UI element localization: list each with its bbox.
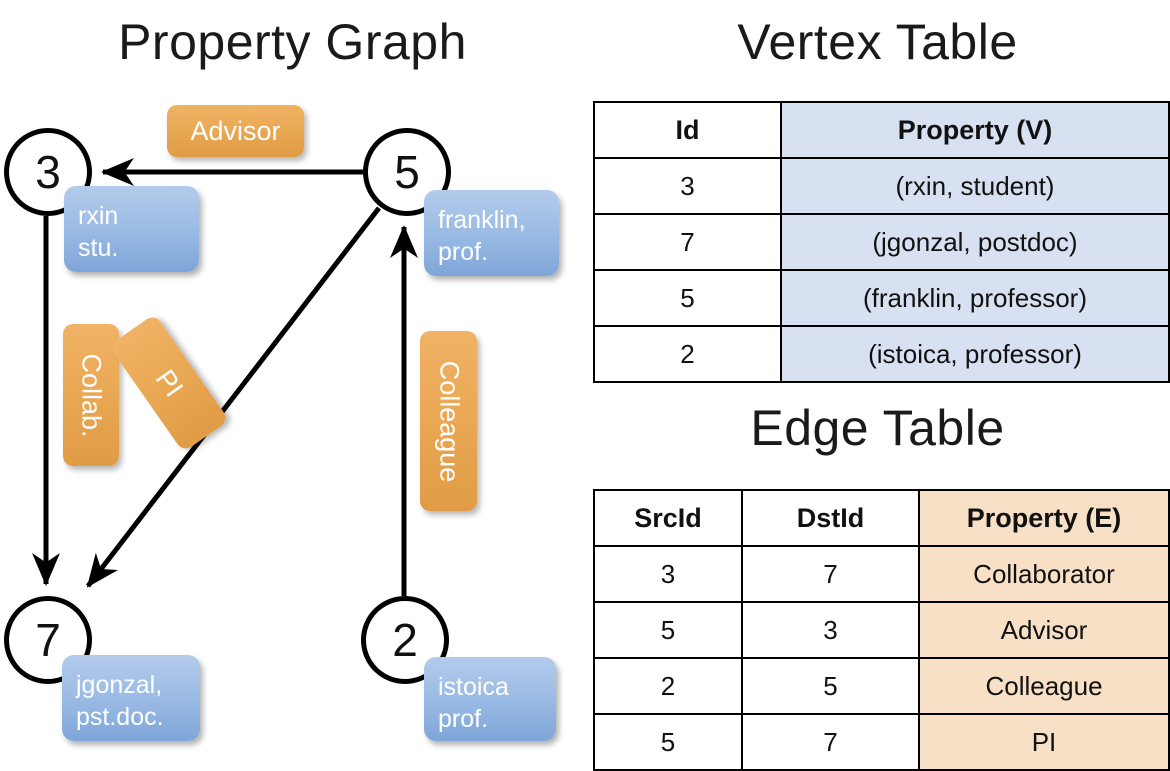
graph-node-3-label: 3 bbox=[35, 146, 61, 198]
node-property-box-2-line1: istoica bbox=[438, 673, 509, 701]
node-property-box-7[interactable]: jgonzal, pst.doc. bbox=[62, 655, 200, 741]
table-row[interactable]: 2 (istoica, professor) bbox=[593, 325, 1170, 383]
vertex-row-3-property: (istoica, professor) bbox=[780, 325, 1170, 383]
edge-table-header-dstid: DstId bbox=[741, 489, 920, 547]
node-property-box-7-line2: pst.doc. bbox=[76, 703, 164, 731]
edge-row-3-src: 5 bbox=[593, 713, 743, 771]
edge-table-header-srcid: SrcId bbox=[593, 489, 743, 547]
page-title-property-graph: Property Graph bbox=[118, 14, 467, 70]
vertex-row-1-property: (jgonzal, postdoc) bbox=[780, 213, 1170, 271]
graph-node-5[interactable]: 5 bbox=[363, 128, 451, 216]
table-row[interactable]: 7 (jgonzal, postdoc) bbox=[593, 213, 1170, 271]
vertex-table-header-row: Id Property (V) bbox=[593, 101, 1170, 159]
edge-row-0-property: Collaborator bbox=[918, 545, 1170, 603]
vertex-row-2-property: (franklin, professor) bbox=[780, 269, 1170, 327]
page-title-edge-table: Edge Table bbox=[750, 400, 1005, 456]
node-property-box-3-line1: rxin bbox=[78, 202, 119, 230]
edge-label-colleague[interactable]: Colleague bbox=[420, 331, 477, 511]
edge-label-colleague-text: Colleague bbox=[434, 360, 464, 482]
table-row[interactable]: 3 (rxin, student) bbox=[593, 157, 1170, 215]
edge-table-header-property: Property (E) bbox=[918, 489, 1170, 547]
vertex-table: Id Property (V) 3 (rxin, student) 7 (jgo… bbox=[593, 101, 1170, 383]
node-property-box-2-line2: prof. bbox=[438, 705, 489, 733]
vertex-table-header-id: Id bbox=[593, 101, 782, 159]
edge-label-advisor[interactable]: Advisor bbox=[167, 105, 304, 157]
graph-node-2-label: 2 bbox=[392, 614, 418, 666]
edge-label-advisor-text: Advisor bbox=[190, 115, 281, 146]
graph-edges-canvas bbox=[32, 158, 418, 596]
table-row[interactable]: 3 7 Collaborator bbox=[593, 545, 1170, 603]
node-property-box-5[interactable]: franklin, prof. bbox=[424, 190, 559, 276]
vertex-row-0-property: (rxin, student) bbox=[780, 157, 1170, 215]
node-property-box-3-line2: stu. bbox=[78, 234, 119, 262]
node-property-box-3[interactable]: rxin stu. bbox=[64, 186, 199, 272]
vertex-table-header-property: Property (V) bbox=[780, 101, 1170, 159]
table-row[interactable]: 5 3 Advisor bbox=[593, 601, 1170, 659]
node-property-box-5-line2: prof. bbox=[438, 238, 489, 266]
edge-row-2-dst: 5 bbox=[741, 657, 920, 715]
graph-node-7-label: 7 bbox=[35, 614, 61, 666]
edge-row-1-dst: 3 bbox=[741, 601, 920, 659]
edge-row-2-src: 2 bbox=[593, 657, 743, 715]
edge-row-1-property: Advisor bbox=[918, 601, 1170, 659]
page-title-vertex-table: Vertex Table bbox=[737, 14, 1018, 70]
graph-node-2[interactable]: 2 bbox=[361, 596, 449, 684]
edge-row-0-src: 3 bbox=[593, 545, 743, 603]
vertex-row-0-id: 3 bbox=[593, 157, 782, 215]
node-property-box-2[interactable]: istoica prof. bbox=[424, 657, 556, 741]
edge-row-1-src: 5 bbox=[593, 601, 743, 659]
edge-row-3-dst: 7 bbox=[741, 713, 920, 771]
vertex-row-3-id: 2 bbox=[593, 325, 782, 383]
node-property-box-7-line1: jgonzal, bbox=[76, 671, 163, 699]
edge-row-0-dst: 7 bbox=[741, 545, 920, 603]
edge-row-2-property: Colleague bbox=[918, 657, 1170, 715]
table-row[interactable]: 5 (franklin, professor) bbox=[593, 269, 1170, 327]
table-row[interactable]: 5 7 PI bbox=[593, 713, 1170, 771]
vertex-row-1-id: 7 bbox=[593, 213, 782, 271]
edge-label-collab-text: Collab. bbox=[76, 352, 107, 438]
vertex-row-2-id: 5 bbox=[593, 269, 782, 327]
graph-node-5-label: 5 bbox=[394, 146, 420, 198]
edge-label-collab[interactable]: Collab. bbox=[63, 324, 119, 466]
edge-table-header-row: SrcId DstId Property (E) bbox=[593, 489, 1170, 547]
edge-5-to-7 bbox=[86, 206, 381, 588]
edge-table: SrcId DstId Property (E) 3 7 Collaborato… bbox=[593, 489, 1170, 771]
table-row[interactable]: 2 5 Colleague bbox=[593, 657, 1170, 715]
edge-row-3-property: PI bbox=[918, 713, 1170, 771]
edge-label-pi-text: PI bbox=[149, 363, 190, 402]
node-property-box-5-line1: franklin, bbox=[438, 206, 526, 234]
